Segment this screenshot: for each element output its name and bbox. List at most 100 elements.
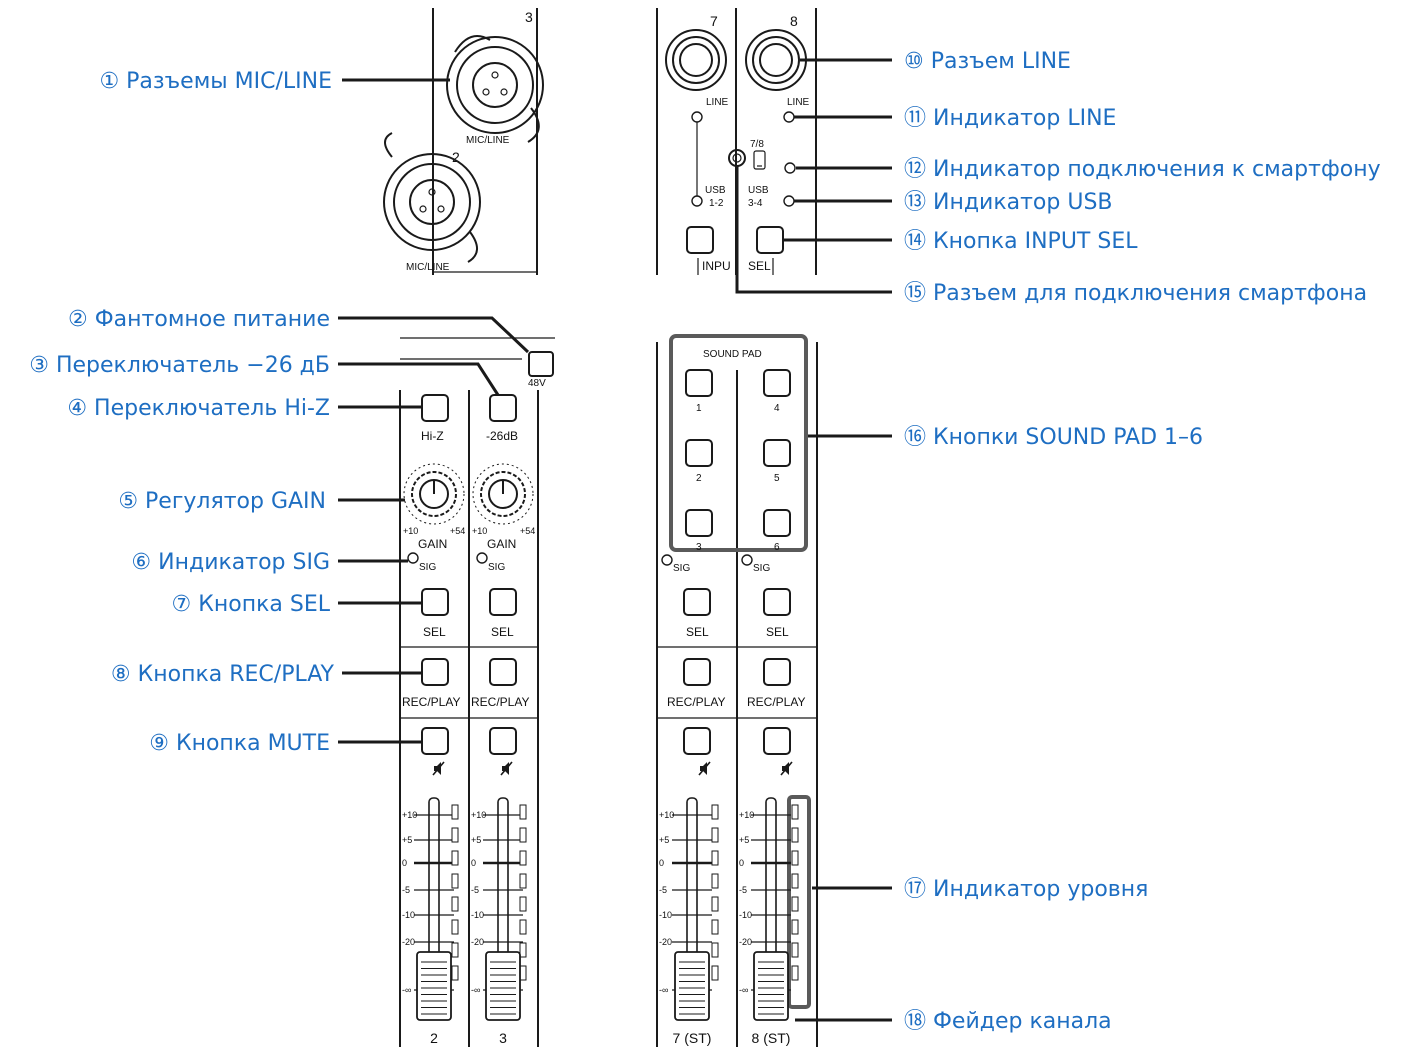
callout-phantom-power: ② Фантомное питание — [68, 307, 330, 332]
sound-pad-1-button[interactable] — [685, 369, 713, 397]
sound-pad-5-label: 5 — [774, 473, 780, 484]
channel-7-number: 7 — [710, 13, 718, 29]
fader-scale-label: -∞ — [471, 985, 480, 995]
fader-scale-label: -20 — [471, 937, 484, 947]
gain-min-ch2: +10 — [403, 526, 418, 536]
line-led-ch7 — [691, 111, 703, 123]
fader-scale-label: -5 — [739, 885, 747, 895]
level-meter-segment — [519, 919, 527, 935]
callout-usb-indicator: ⑬ Индикатор USB — [904, 190, 1113, 215]
sel-button-ch2[interactable] — [421, 588, 449, 616]
callout-mic-line-jacks: ① Разъемы MIC/LINE — [99, 69, 332, 94]
mute-icon — [780, 761, 793, 776]
rec-play-label-ch8: REC/PLAY — [747, 695, 805, 709]
sel-button-ch7[interactable] — [683, 588, 711, 616]
gain-label-ch3: GAIN — [487, 537, 516, 551]
level-meter-segment — [451, 965, 459, 981]
sel-label-top: SEL — [748, 259, 771, 273]
sound-pad-4-button[interactable] — [763, 369, 791, 397]
level-meter-segment — [791, 942, 799, 958]
level-meter-segment — [711, 873, 719, 889]
hi-z-button[interactable] — [421, 394, 449, 422]
fader-scale-label: -20 — [739, 937, 752, 947]
callout-sel-button: ⑦ Кнопка SEL — [172, 592, 331, 617]
sound-pad-6-label: 6 — [774, 542, 780, 553]
line-label-ch7: LINE — [706, 97, 729, 108]
usb-led-ch8 — [783, 195, 795, 207]
sound-pad-6-button[interactable] — [763, 509, 791, 537]
fader-scale-label: -20 — [402, 937, 415, 947]
rec-play-button-ch3[interactable] — [489, 658, 517, 686]
line-jack-ch7[interactable] — [665, 29, 727, 91]
callout-labels: ① Разъемы MIC/LINE ② Фантомное питание ③… — [29, 49, 1380, 1034]
pad-26db-button[interactable] — [489, 394, 517, 422]
fader-scale-label: +5 — [471, 835, 481, 845]
fader-scale-label: -10 — [402, 910, 415, 920]
sig-led-ch3 — [476, 552, 488, 564]
sel-label-ch2: SEL — [423, 625, 446, 639]
sig-label-ch3: SIG — [488, 562, 505, 573]
sound-pad-4-label: 4 — [774, 403, 780, 414]
input-sel-button-ch8[interactable] — [756, 226, 784, 254]
level-meter-segment — [791, 850, 799, 866]
usb-34-label: 3-4 — [748, 198, 763, 209]
level-meter-segment — [711, 919, 719, 935]
rec-play-button-ch7[interactable] — [683, 658, 711, 686]
level-meter-segment — [711, 965, 719, 981]
fader-scale-label: -5 — [471, 885, 479, 895]
fader-scale-label: +10 — [739, 810, 754, 820]
sel-button-ch3[interactable] — [489, 588, 517, 616]
phantom-48v-button[interactable] — [528, 351, 554, 377]
sound-pad-5-button[interactable] — [763, 439, 791, 467]
callout-sig-indicator: ⑥ Индикатор SIG — [131, 550, 330, 575]
input-sel-button-ch7[interactable] — [686, 226, 714, 254]
level-meter-segment — [711, 827, 719, 843]
sel-button-ch8[interactable] — [763, 588, 791, 616]
fader-scale-label: -∞ — [402, 985, 411, 995]
phone-input-label: 7/8 — [750, 139, 764, 150]
fader-scale-label: +10 — [659, 810, 674, 820]
level-meter-segment — [451, 850, 459, 866]
sound-pad-label: SOUND PAD — [703, 349, 762, 360]
mute-button-ch3[interactable] — [489, 727, 517, 755]
mic-line-label-ch2: MIC/LINE — [406, 262, 450, 273]
fader-scale-label: -10 — [659, 910, 672, 920]
level-meter-segment — [791, 827, 799, 843]
gain-knob-ch3[interactable] — [472, 463, 534, 525]
sound-pad-3-label: 3 — [696, 542, 702, 553]
mute-button-ch8[interactable] — [763, 727, 791, 755]
level-meter-segment — [451, 873, 459, 889]
sig-label-ch8: SIG — [753, 563, 770, 574]
line-jack-ch8[interactable] — [745, 29, 807, 91]
level-meter-segment — [791, 896, 799, 912]
mute-icon — [500, 761, 513, 776]
level-meter-segment — [791, 873, 799, 889]
sound-pad-1-label: 1 — [696, 403, 702, 414]
level-meter-segment — [519, 850, 527, 866]
smartphone-connection-led — [784, 162, 796, 174]
mute-button-ch7[interactable] — [683, 727, 711, 755]
strip-number-label: 2 — [430, 1030, 438, 1046]
line-label-ch8: LINE — [787, 97, 810, 108]
fader-scale-label: 0 — [739, 858, 744, 868]
fader-scale-label: +10 — [471, 810, 486, 820]
callout-line-indicator: ⑪ Индикатор LINE — [904, 106, 1116, 131]
level-meter-segment — [791, 919, 799, 935]
level-meter-segment — [711, 942, 719, 958]
rec-play-button-ch8[interactable] — [763, 658, 791, 686]
sound-pad-3-button[interactable] — [685, 509, 713, 537]
strip-number-label: 7 (ST) — [673, 1030, 712, 1046]
callout-level-meter: ⑰ Индикатор уровня — [904, 877, 1148, 902]
strip-number-label: 8 (ST) — [752, 1030, 791, 1046]
mic-line-jack-ch3[interactable] — [446, 35, 544, 143]
level-meter-highlight — [787, 795, 811, 1009]
channel-2-number: 2 — [452, 149, 460, 165]
gain-knob-ch2[interactable] — [403, 463, 465, 525]
callout-rec-play-button: ⑧ Кнопка REC/PLAY — [111, 662, 335, 687]
rec-play-button-ch2[interactable] — [421, 658, 449, 686]
mute-button-ch2[interactable] — [421, 727, 449, 755]
level-meter-segment — [451, 827, 459, 843]
sound-pad-2-button[interactable] — [685, 439, 713, 467]
fader-scale-label: -10 — [739, 910, 752, 920]
mic-line-jack-ch2[interactable] — [383, 132, 481, 263]
